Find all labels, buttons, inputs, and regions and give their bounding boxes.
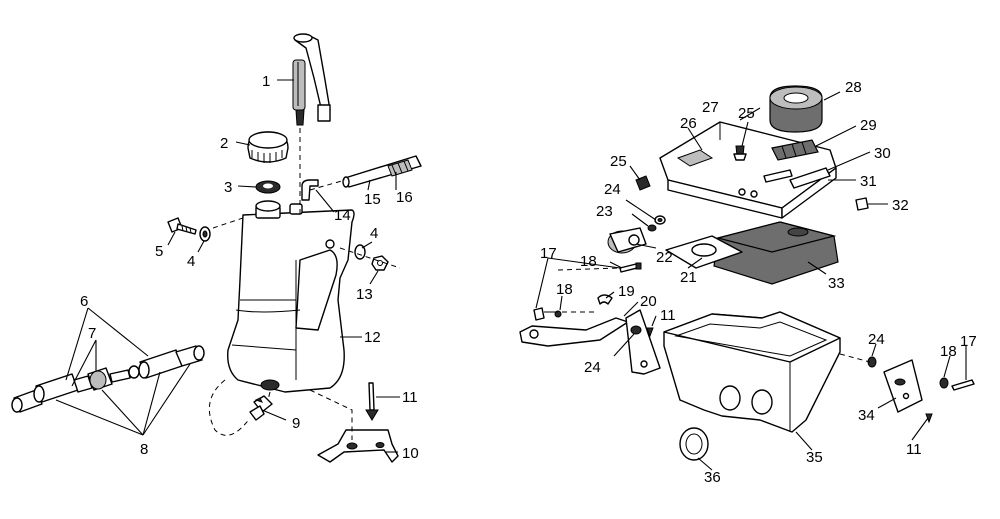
part-14-vent-elbow [301, 179, 319, 201]
part-36-grommet-ring [679, 427, 709, 461]
part-21-gasket [665, 235, 743, 269]
callout-24-right: 24 [868, 331, 885, 348]
callout-7: 7 [88, 325, 96, 342]
part-11-screw-mid [646, 327, 654, 338]
callout-4-left: 4 [187, 253, 195, 270]
callout-18-low: 18 [556, 281, 573, 298]
callout-15: 15 [364, 191, 381, 208]
dashed-route-vent [309, 179, 346, 191]
part-18-washer-right [939, 377, 949, 389]
dashed-route-screw-18 [557, 267, 621, 271]
part-11-screw-right [925, 413, 933, 424]
part-11-pin-left [365, 382, 379, 421]
part-19-clip [597, 294, 613, 305]
part-17-bolt-left [533, 307, 556, 321]
part-29-filter-cage [771, 139, 819, 161]
callout-20: 20 [640, 293, 657, 310]
part-3-cap-gasket [255, 180, 281, 194]
part-25-clip-top [733, 145, 747, 161]
part-28-filter-element [769, 85, 823, 133]
callout-18-right: 18 [940, 343, 957, 360]
callout-9: 9 [292, 415, 300, 432]
callout-17-right: 17 [960, 333, 977, 350]
callout-27: 27 [702, 99, 719, 116]
leader-lines-left [55, 79, 400, 453]
callout-23: 23 [596, 203, 613, 220]
part-4-washer-left [199, 226, 211, 242]
part-6-7-8-fuel-line-assembly [11, 345, 205, 413]
dashed-route-base-side [839, 353, 871, 363]
callout-13: 13 [356, 286, 373, 303]
callout-34: 34 [858, 407, 875, 424]
dashed-route-fuel-line [208, 379, 251, 436]
part-24-nut-mid [630, 325, 642, 335]
callout-16: 16 [396, 189, 413, 206]
callout-5: 5 [155, 243, 163, 260]
part-34-mount-plate [883, 359, 923, 413]
fuel-tank-assembly [11, 33, 422, 463]
part-24-washer-right [867, 356, 877, 368]
dashed-route-bracket [309, 389, 353, 440]
callout-26: 26 [680, 115, 697, 132]
part-15-vent-hose [342, 155, 422, 188]
callout-28: 28 [845, 79, 862, 96]
callout-12: 12 [364, 329, 381, 346]
callout-33: 33 [828, 275, 845, 292]
callout-11-left: 11 [402, 389, 418, 406]
callout-25-side: 25 [610, 153, 627, 170]
part-32-grommet [855, 197, 869, 211]
callout-4-right: 4 [370, 225, 378, 242]
callout-17-left: 17 [540, 245, 557, 262]
callout-24-mid: 24 [584, 359, 601, 376]
callout-3: 3 [224, 179, 232, 196]
callout-10: 10 [402, 445, 419, 462]
callout-29: 29 [860, 117, 877, 134]
part-10-tank-bracket [317, 429, 399, 463]
callout-36: 36 [704, 469, 721, 486]
part-17-bolt-right [951, 379, 975, 391]
callout-2: 2 [220, 135, 228, 152]
dashed-route-nut [339, 247, 401, 269]
part-35-airbox-base [663, 311, 841, 433]
part-4-washer-right [354, 244, 366, 260]
callout-21: 21 [680, 269, 697, 286]
callout-8: 8 [140, 441, 148, 458]
part-1-fuel-sender [292, 33, 331, 126]
callout-18-mid: 18 [580, 253, 597, 270]
callout-31: 31 [860, 173, 877, 190]
part-18-screw-mid [619, 262, 642, 273]
part-27-airbox-lid [659, 121, 837, 219]
part-23-screw [647, 224, 657, 232]
callout-25-top: 25 [738, 105, 755, 122]
leader-lines-right [535, 91, 967, 471]
part-9-fuel-fitting [249, 395, 273, 421]
callout-22: 22 [656, 249, 673, 266]
part-24-grommet-top [654, 215, 666, 225]
callout-1: 1 [262, 73, 270, 90]
dashed-route-fitting [267, 391, 271, 401]
callout-35: 35 [806, 449, 823, 466]
callout-6: 6 [80, 293, 88, 310]
callout-14: 14 [334, 207, 351, 224]
callout-30: 30 [874, 145, 891, 162]
part-12-fuel-tank [227, 200, 355, 393]
callout-11-mid: 11 [660, 307, 676, 324]
airbox-assembly [519, 85, 975, 471]
callout-19: 19 [618, 283, 635, 300]
callout-11-right: 11 [906, 441, 922, 458]
part-22-sensor [607, 227, 647, 254]
part-2-fuel-cap [247, 131, 289, 163]
dashed-route-screw [212, 217, 244, 229]
callout-24-top: 24 [604, 181, 621, 198]
callout-labels: 1 2 3 5 4 4 13 12 14 15 16 6 7 8 9 11 10… [80, 73, 977, 486]
part-5-screw [167, 217, 197, 235]
callout-32: 32 [892, 197, 909, 214]
part-33-foam-prefilter [713, 221, 839, 285]
part-13-nut [371, 255, 389, 271]
